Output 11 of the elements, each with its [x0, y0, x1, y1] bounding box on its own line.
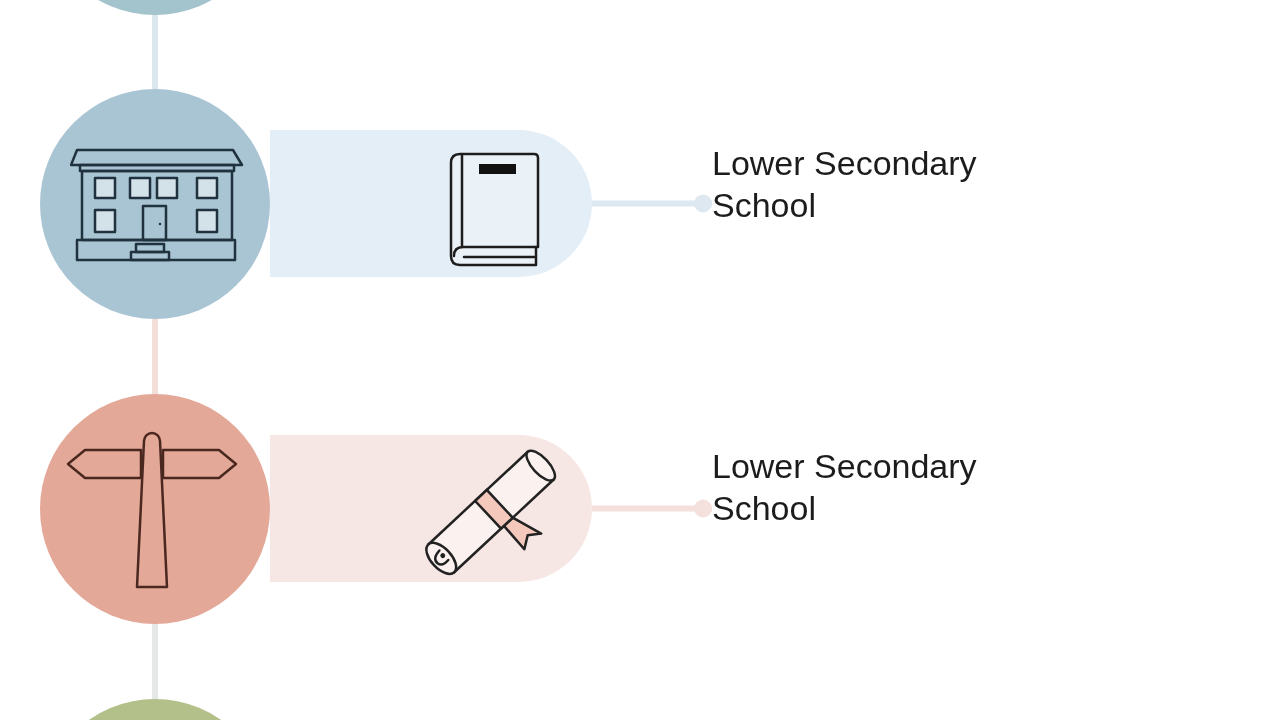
connector-line — [152, 624, 158, 699]
pill-band — [270, 435, 592, 582]
connector-line — [152, 15, 158, 89]
connector-line — [152, 319, 158, 394]
leader-line — [592, 194, 712, 213]
timeline-circle — [40, 89, 270, 319]
stage-label: Lower Secondary School — [712, 445, 1012, 529]
pill-band — [270, 130, 592, 277]
stage-label: Lower Secondary School — [712, 142, 1012, 226]
timeline-circle — [40, 394, 270, 624]
leader-line — [592, 499, 712, 518]
